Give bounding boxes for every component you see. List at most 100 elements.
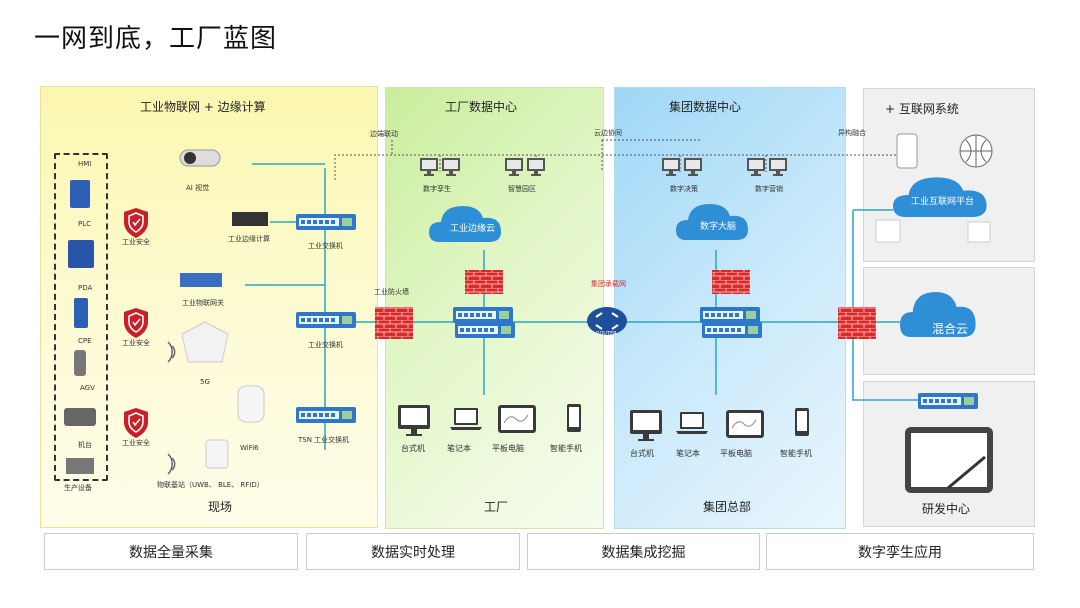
hybrid-label: 混合云 (932, 322, 969, 336)
factory-footer: 工厂 (484, 500, 509, 514)
factory-phone-icon (567, 404, 581, 432)
factory-laptop-icon (450, 408, 482, 430)
factory-tablet-icon (497, 404, 537, 434)
group-zone-title: 集团数据中心 (669, 100, 742, 114)
security-shield-icon-3 (123, 407, 149, 439)
stage-twin-app: 数字孪生应用 (766, 533, 1034, 570)
firewall-field-icon (375, 307, 413, 339)
plc-icon (68, 240, 94, 268)
hmi-icon (70, 180, 90, 208)
group-footer: 集团总部 (703, 500, 752, 514)
security-shield-icon-2 (123, 307, 149, 339)
decision-monitor-icon (662, 158, 680, 176)
factory-desktop-icon (398, 405, 430, 436)
factory-core-switch-2 (455, 322, 515, 338)
security-shield-icon-1 (123, 207, 149, 239)
pda-icon (74, 298, 88, 328)
iot-base-label: 物联基站（UWB、 BLE、 RFID） (157, 481, 264, 489)
security-label-3: 工业安全 (122, 439, 150, 447)
wireless-icon (167, 341, 176, 475)
phone-app-icon (896, 133, 918, 169)
stage-process: 数据实时处理 (306, 533, 520, 570)
cpe-icon (74, 350, 86, 376)
plc-label: PLC (78, 220, 92, 228)
hetero-label: 异构融合 (838, 129, 866, 137)
security-label-1: 工业安全 (122, 238, 150, 246)
field-zone-title: 工业物联网 + 边缘计算 (140, 100, 266, 114)
firewall-internet-icon (838, 307, 876, 339)
twin-monitor-icon (420, 158, 438, 176)
stage-mining: 数据集成挖掘 (527, 533, 760, 570)
ai-vision-label: AI 视觉 (186, 184, 210, 192)
marketing-monitor-icon (747, 158, 765, 176)
switch-label-2: 工业交换机 (308, 341, 343, 349)
edge-box-icon (232, 212, 268, 226)
factory-phone-label: 智能手机 (550, 444, 582, 453)
edge-compute-label: 工业边缘计算 (228, 235, 270, 243)
router-icon (587, 307, 627, 335)
group-laptop-label: 笔记本 (676, 449, 700, 458)
rd-switch (918, 393, 978, 409)
pda-label: PDA (78, 284, 93, 292)
twin-label: 数字孪生 (423, 185, 451, 193)
factory-core-switch (453, 307, 513, 323)
field-footer: 现场 (208, 500, 233, 514)
field-switch-3 (296, 407, 356, 423)
production-label: 生产设备 (64, 484, 92, 492)
park-monitor-icon (505, 158, 523, 176)
group-desktop-label: 台式机 (630, 449, 654, 458)
field-switch-1 (296, 214, 356, 230)
field-switch-2 (296, 312, 356, 328)
platform-label: 工业互联网平台 (911, 197, 975, 207)
group-tablet-icon (725, 409, 765, 439)
group-phone-label: 智能手机 (780, 449, 812, 458)
dashed-links (334, 139, 900, 180)
park-label: 智慧园区 (508, 185, 536, 193)
switch-label-3: TSN 工业交换机 (298, 436, 350, 444)
factory-desktop-label: 台式机 (401, 444, 425, 453)
wan-label: 集团承载网 (591, 280, 626, 288)
group-tablet-label: 平板电脑 (720, 449, 752, 458)
factory-laptop-label: 笔记本 (447, 444, 471, 453)
doc-icon (875, 219, 901, 243)
decision-label: 数字决策 (670, 185, 698, 193)
factory-zone-title: 工厂数据中心 (445, 100, 518, 114)
gateway-icon (180, 273, 222, 287)
firewall-label: 工业防火墙 (374, 288, 409, 296)
internet-zone-title: + 互联网系统 (885, 102, 959, 116)
agv-icon (64, 408, 96, 426)
5g-ap-icon (181, 321, 229, 363)
wifi6-label: WiFi6 (240, 444, 259, 452)
cpe-label: CPE (78, 337, 92, 345)
group-desktop-icon (630, 410, 662, 441)
machine-label: 机台 (78, 441, 92, 449)
group-core-switch (700, 307, 760, 323)
5g-label: 5G (200, 378, 210, 386)
wifi6-ap-icon (237, 385, 265, 423)
group-core-switch-2 (702, 322, 762, 338)
machine-icon (66, 458, 94, 474)
stage-collect: 数据全量采集 (44, 533, 298, 570)
field-device-group (54, 153, 108, 481)
cart-icon (967, 221, 991, 243)
group-laptop-icon (676, 412, 708, 434)
brain-cloud-label: 数字大脑 (700, 222, 737, 232)
rd-footer: 研发中心 (922, 502, 971, 516)
edge-link-label: 边端联动 (370, 130, 398, 138)
marketing-label: 数字营销 (755, 185, 783, 193)
group-phone-icon (795, 408, 809, 436)
page-title: 一网到底，工厂蓝图 (34, 24, 278, 54)
switch-label-1: 工业交换机 (308, 242, 343, 250)
firewall-factory-icon (465, 270, 503, 294)
cloud-sync-label: 云边协同 (594, 129, 622, 137)
security-label-2: 工业安全 (122, 339, 150, 347)
agv-label: AGV (80, 384, 95, 392)
edge-cloud-label: 工业边缘云 (450, 224, 496, 234)
iot-gateway-label: 工业物联网关 (182, 299, 224, 307)
factory-tablet-label: 平板电脑 (492, 444, 524, 453)
firewall-group-icon (712, 270, 750, 294)
hmi-label: HMI (78, 160, 92, 168)
router-label: ROUTER (596, 331, 617, 337)
iot-base-icon (205, 439, 229, 469)
